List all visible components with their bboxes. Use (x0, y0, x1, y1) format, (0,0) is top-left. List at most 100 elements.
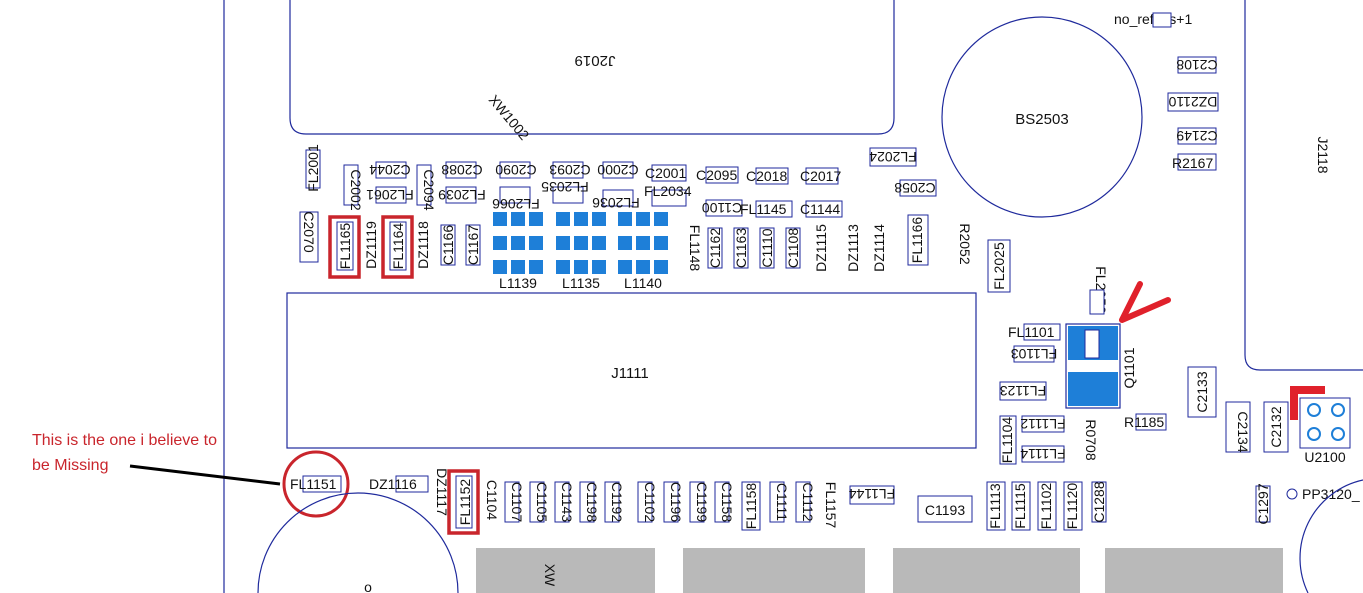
c2017-pad (805, 167, 839, 185)
shield-block-3 (893, 548, 1080, 593)
c1104-label: C1104 (484, 480, 500, 520)
c2090-pad (499, 161, 531, 179)
bs2503-outline (941, 16, 1143, 218)
dz1113-label: DZ1113 (845, 224, 861, 272)
fl1164-pad (389, 221, 407, 271)
dz1115-label: DZ1115 (813, 224, 829, 272)
c1167-label: C1167 (465, 225, 481, 265)
c1162-label: C1162 (707, 228, 723, 268)
r1185-pad (1135, 413, 1167, 431)
j1111-label: J1111 (611, 365, 649, 382)
q1101-label: Q1101 (1121, 347, 1137, 388)
fl1103-pad (1013, 345, 1055, 363)
fl2034-label: FL2034 (644, 183, 692, 199)
dz2110-label: DZ2110 (1168, 94, 1217, 110)
fl1164-highlight (381, 215, 414, 279)
c2090-label: C2090 (495, 162, 536, 178)
c1162-pad (707, 227, 723, 269)
c1196-label: C1196 (668, 482, 684, 522)
fl2035-label: FL2035 (541, 179, 589, 195)
c1105-label: C1105 (534, 482, 550, 522)
annotation-pointer-line (129, 464, 281, 486)
fl1152-highlight (447, 469, 480, 535)
fl2066-label: FL2066 (492, 196, 540, 212)
no-refdes-pad (1152, 12, 1172, 28)
fl1151-circle-highlight (282, 450, 350, 518)
fl2039-label: FL2039 (438, 187, 486, 203)
fl1112-label: FL1112 (1020, 416, 1066, 432)
bottom-round-label: o (364, 579, 372, 593)
fl1103-label: FL1103 (1011, 346, 1058, 362)
fl1144-pad (849, 485, 895, 505)
c1297-label: C1297 (1255, 483, 1271, 524)
fl1144-label: FL1144 (849, 486, 896, 502)
c2132-label: C2132 (1268, 406, 1284, 447)
fl2061-label: FL2061 (366, 187, 414, 203)
annotation-line-2: be Missing (32, 457, 109, 474)
c1297-pad (1255, 485, 1271, 523)
c1193-label: C1193 (925, 502, 965, 518)
c1167-pad (465, 224, 481, 266)
c2108-label: C2108 (1176, 57, 1217, 73)
fl1102-pad (1037, 481, 1057, 531)
c1163-pad (733, 227, 749, 269)
annotation-line-1: This is the one i believe to (32, 432, 217, 449)
c1102-label: C1102 (642, 482, 658, 522)
l1139-footprint (493, 212, 543, 274)
xw-bottom-label: XW (542, 564, 558, 587)
c1107-pad (504, 481, 520, 523)
c2018-label: C2018 (746, 168, 787, 184)
missing-part-annotation: This is the one i believe to be Missing (32, 428, 272, 478)
c1192-label: C1192 (609, 482, 625, 522)
bottom-left-round-part (257, 492, 459, 593)
shield-block-2 (683, 548, 865, 593)
fl1152-pad (455, 475, 473, 529)
fl2039-pad (445, 186, 477, 204)
r2052-label: R2052 (957, 223, 973, 264)
u2100-label: U2100 (1304, 449, 1345, 465)
c1199-label: C1199 (694, 482, 710, 522)
fl1112-pad (1021, 415, 1065, 433)
q1101-outline (1065, 323, 1121, 409)
j2019-outline (289, 0, 895, 135)
u2100-pins (1307, 403, 1345, 441)
c1100-label: C1100 (702, 200, 742, 216)
c2000-pad (602, 161, 634, 179)
c2149-label: C2149 (1176, 128, 1217, 144)
c2058-pad (899, 179, 937, 197)
c2095-pad (705, 166, 739, 184)
dz2110-pad (1167, 92, 1219, 112)
c1144-label: C1144 (800, 201, 840, 217)
shield-block-4 (1105, 548, 1283, 593)
fl1113-label: FL1113 (987, 483, 1003, 529)
c2133-pad (1187, 366, 1217, 418)
c2070-label: C2070 (301, 211, 317, 252)
fl1151-pad (302, 475, 342, 493)
c2002-label: C2002 (348, 169, 364, 210)
fl1101-pad (1023, 323, 1061, 341)
fl1104-label: FL1104 (999, 417, 1015, 464)
c2094-pad (416, 164, 432, 206)
c1100-pad (705, 199, 743, 217)
c1163-label: C1163 (733, 228, 749, 268)
j2019-label: J2019 (575, 52, 616, 69)
c2070-pad (299, 211, 319, 263)
fl1158-label: FL1158 (743, 483, 759, 530)
c1102-pad (637, 481, 653, 523)
c2133-label: C2133 (1194, 371, 1210, 412)
l1140-footprint (618, 212, 668, 274)
fl1145-pad (755, 200, 793, 218)
fl1120-label: FL1120 (1064, 483, 1080, 530)
c1111-pad (769, 481, 785, 523)
fl2034-pad (651, 189, 687, 207)
dz1116-pad (395, 475, 429, 493)
c2002-pad (343, 164, 359, 206)
c1108-label: C1108 (785, 228, 801, 268)
fl1148-label: FL1148 (687, 225, 703, 272)
fl1113-pad (986, 481, 1006, 531)
c1192-pad (604, 481, 620, 523)
c2093-pad (552, 161, 584, 179)
fl1114-label: FL1114 (1020, 446, 1066, 462)
l1140-label: L1140 (624, 275, 662, 291)
